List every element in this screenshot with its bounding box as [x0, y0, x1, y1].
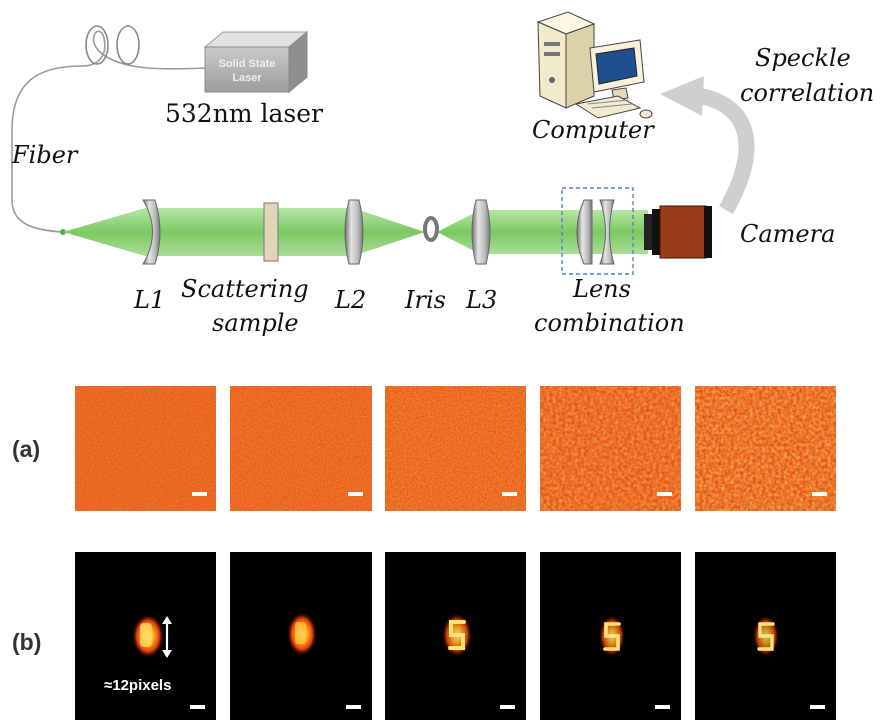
laser-box-label-2: Laser: [232, 72, 262, 84]
panel-b4: [540, 552, 681, 720]
iris: [423, 216, 439, 242]
speckle-label-2: correlation: [740, 79, 874, 107]
panel-a1: [75, 386, 216, 511]
label-scattering: Scattering: [181, 275, 309, 303]
panel-b3: [385, 552, 526, 720]
label-combination: combination: [534, 309, 685, 337]
scale-bar: [500, 705, 515, 709]
speckle-correlation-arrow: [698, 88, 755, 214]
panel-b5: [695, 552, 836, 720]
fiber-loop-2: [116, 25, 140, 65]
optical-setup: Solid State Laser 532nm laser Fiber: [11, 11, 874, 337]
results-panels: (a) (b): [12, 386, 836, 720]
scattering-sample-texture: [265, 204, 277, 260]
row-b-label: (b): [12, 629, 41, 655]
lens-l3: [471, 199, 491, 265]
size-annotation: ≈12pixels: [104, 677, 171, 694]
speckle-label-1: Speckle: [755, 44, 851, 72]
laser-label: 532nm laser: [165, 99, 323, 128]
scale-bar: [812, 492, 827, 496]
lens-l1: [142, 199, 161, 265]
label-iris: Iris: [404, 286, 446, 314]
panel-a4: [540, 386, 681, 511]
camera: [644, 205, 712, 259]
speckle-correlation-arrowhead: [660, 76, 704, 116]
label-l1: L1: [133, 286, 165, 314]
scale-bar: [810, 705, 825, 709]
scale-bar: [346, 705, 361, 709]
fiber-label: Fiber: [11, 141, 79, 169]
fiber-cable: [11, 30, 206, 233]
lens-l2: [344, 199, 364, 265]
scale-bar: [657, 492, 672, 496]
computer-icon: [536, 11, 653, 119]
scale-bar: [190, 705, 205, 709]
row-a-label: (a): [12, 436, 40, 462]
lens-combination-lens-2: [599, 199, 615, 265]
scale-bar: [192, 492, 207, 496]
label-l2: L2: [334, 286, 366, 314]
row-b-panels: ≈12pixels: [75, 552, 836, 720]
laser-box: Solid State Laser: [203, 30, 309, 94]
beam-cone-3: [437, 210, 480, 254]
lens-combination-box: [561, 187, 634, 275]
beam-cone-1: [63, 208, 145, 256]
panel-a5: [695, 386, 836, 511]
beam-collimated-1: [145, 208, 353, 256]
beam-collimated-2: [480, 210, 648, 254]
label-l3: L3: [465, 286, 497, 314]
computer-label: Computer: [532, 116, 655, 144]
panel-b2: [230, 552, 372, 720]
fiber-loop-1: [85, 25, 109, 65]
scale-bar: [502, 492, 517, 496]
laser-box-label-1: Solid State: [219, 58, 276, 70]
panel-a2: [230, 386, 372, 511]
lens-combination-lens-1: [576, 199, 593, 265]
row-a-panels: [75, 386, 836, 511]
beam-path: [63, 208, 648, 256]
panel-a3: [385, 386, 526, 511]
label-sample: sample: [212, 309, 299, 337]
scale-bar: [348, 492, 363, 496]
label-lens: Lens: [572, 275, 631, 303]
panel-b1: ≈12pixels: [75, 552, 216, 720]
camera-label: Camera: [740, 220, 835, 248]
scale-bar: [655, 705, 670, 709]
beam-cone-2: [353, 208, 425, 256]
